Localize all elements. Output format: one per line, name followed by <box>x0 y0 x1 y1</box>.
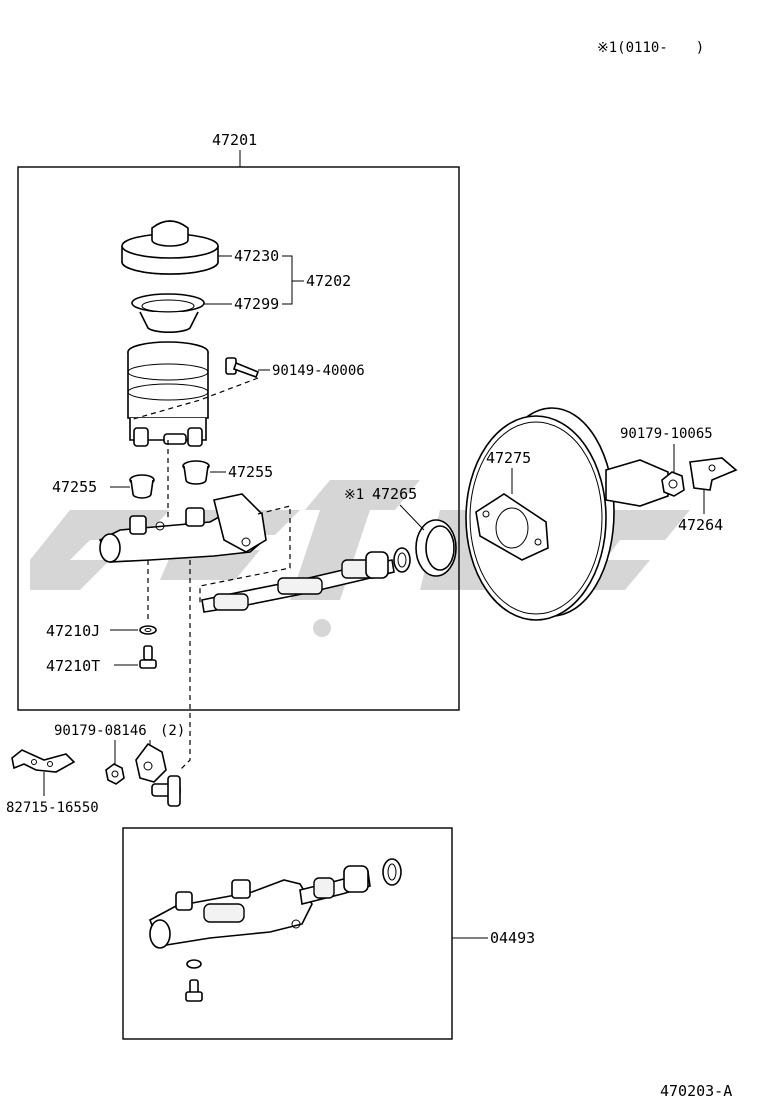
kit-washer-part <box>186 959 202 969</box>
callout-screw: 90149-40006 <box>272 363 365 379</box>
cylinder-kit-part <box>149 865 371 949</box>
kit-bleeder-part <box>185 979 203 1002</box>
callout-grommet-left: 47255 <box>52 478 97 496</box>
callout-grommet-right: 47255 <box>228 463 273 481</box>
washer-part <box>139 625 157 635</box>
header-note: ※1(0110- ) <box>597 40 704 56</box>
master-cylinder-part <box>98 493 267 563</box>
reservoir-cap-part <box>121 220 219 275</box>
booster-nut-part <box>661 471 685 497</box>
grommet-right-part <box>182 460 210 485</box>
callout-bracket-nut: 90179-08146 <box>54 723 147 739</box>
callout-bracket: 82715-16550 <box>6 800 99 816</box>
assembly-upper-label: 47201 <box>212 131 257 149</box>
callout-clevis: 47264 <box>678 516 723 534</box>
snap-ring-part <box>393 547 411 573</box>
piston-assembly-part <box>201 551 395 613</box>
gasket-part <box>475 493 549 561</box>
callout-cap: 47230 <box>234 247 279 265</box>
assembly-upper-box <box>17 166 460 711</box>
reservoir-body-part <box>127 341 209 447</box>
callout-cup-seal-marker: ※1 <box>344 487 364 503</box>
callout-filter: 47299 <box>234 295 279 313</box>
mounting-bracket-part <box>11 749 76 773</box>
figure-id: 470203-A <box>660 1082 732 1100</box>
cup-seal-part <box>415 519 457 577</box>
kit-snap-ring-part <box>382 858 402 886</box>
grommet-left-part <box>129 474 155 499</box>
callout-bracket-nut-qty: (2) <box>160 723 185 739</box>
bracket-nut-part <box>105 763 125 785</box>
clevis-part <box>689 457 738 491</box>
callout-bleeder: 47210T <box>46 657 100 675</box>
callout-gasket: 47275 <box>486 449 531 467</box>
callout-washer: 47210J <box>46 622 100 640</box>
screw-part <box>225 357 260 379</box>
reservoir-filter-part <box>131 293 205 333</box>
assembly-lower-label: 04493 <box>490 929 535 947</box>
callout-cap-group: 47202 <box>306 272 351 290</box>
assembly-lower-box <box>122 827 453 1040</box>
union-fitting-part <box>135 742 181 807</box>
callout-cup-seal: 47265 <box>372 485 417 503</box>
callout-booster-nut: 90179-10065 <box>620 426 713 442</box>
bleeder-part <box>139 645 157 669</box>
